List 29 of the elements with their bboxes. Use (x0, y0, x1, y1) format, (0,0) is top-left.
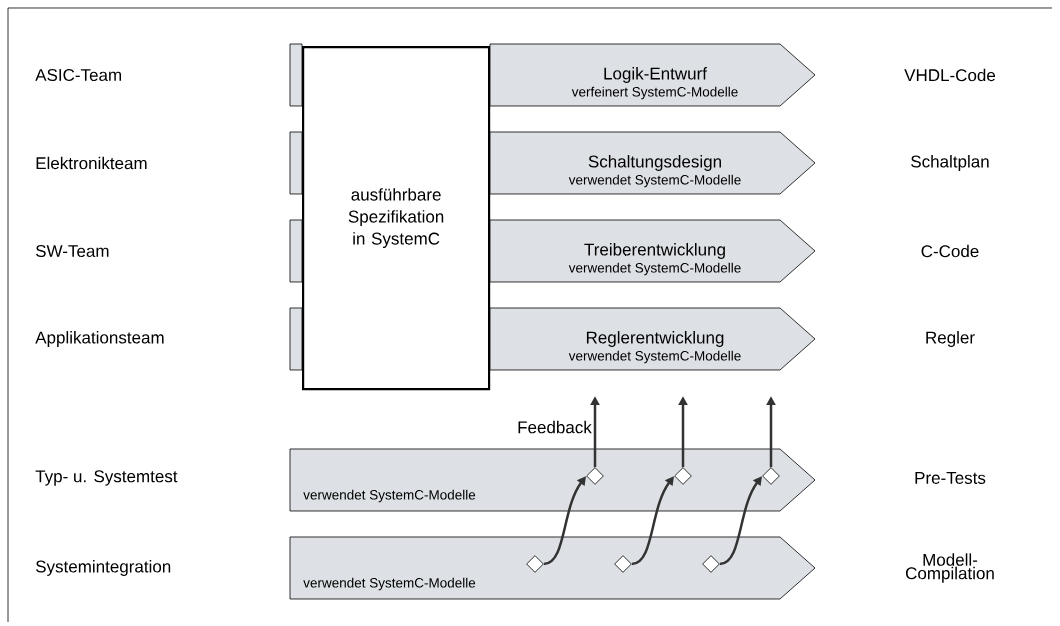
team-label: SW-Team (36, 245, 109, 257)
result-label: Pre-Tests (915, 472, 986, 484)
result-label: Regler (926, 331, 975, 347)
phase-band: Reglerentwicklung verwendet SystemC-Modelle (489, 307, 816, 371)
result-label: VHDL-Code (904, 68, 996, 82)
connection-diamond (586, 467, 604, 485)
connection-diamond (614, 555, 632, 573)
connection-diamond (762, 467, 780, 485)
connection-diamond (674, 467, 692, 485)
feedback-curve (543, 476, 586, 566)
phase-band: verwendet SystemC-Modelle (289, 536, 816, 600)
specification-box: ausführbare Spezifikation in SystemC (302, 46, 491, 391)
team-label: Typ- u. Systemtest (35, 470, 178, 486)
connection-diamond (526, 555, 544, 573)
feedback-curve (719, 476, 762, 566)
phase-band: verwendet SystemC-Modelle (289, 448, 816, 512)
phase-band: Logik-Entwurf verfeinert SystemC-Modelle (489, 43, 816, 107)
team-label: Applikationsteam (35, 331, 164, 347)
connection-diamond (702, 555, 720, 573)
phase-band: Schaltungsdesign verwendet SystemC-Modelle (489, 131, 816, 195)
team-label: Systemintegration (36, 560, 171, 576)
phase-band: Treiberentwicklung verwendet SystemC-Modelle (489, 219, 816, 283)
team-label: Elektronikteam (36, 156, 147, 170)
feedback-curve (631, 476, 674, 566)
result-label: C-Code (921, 244, 979, 258)
team-label: ASIC-Team (35, 69, 121, 81)
edge-label: Feedback (516, 419, 593, 435)
result-label: Schaltplan (911, 155, 989, 171)
result-label: Modell- Compilation (906, 553, 994, 583)
